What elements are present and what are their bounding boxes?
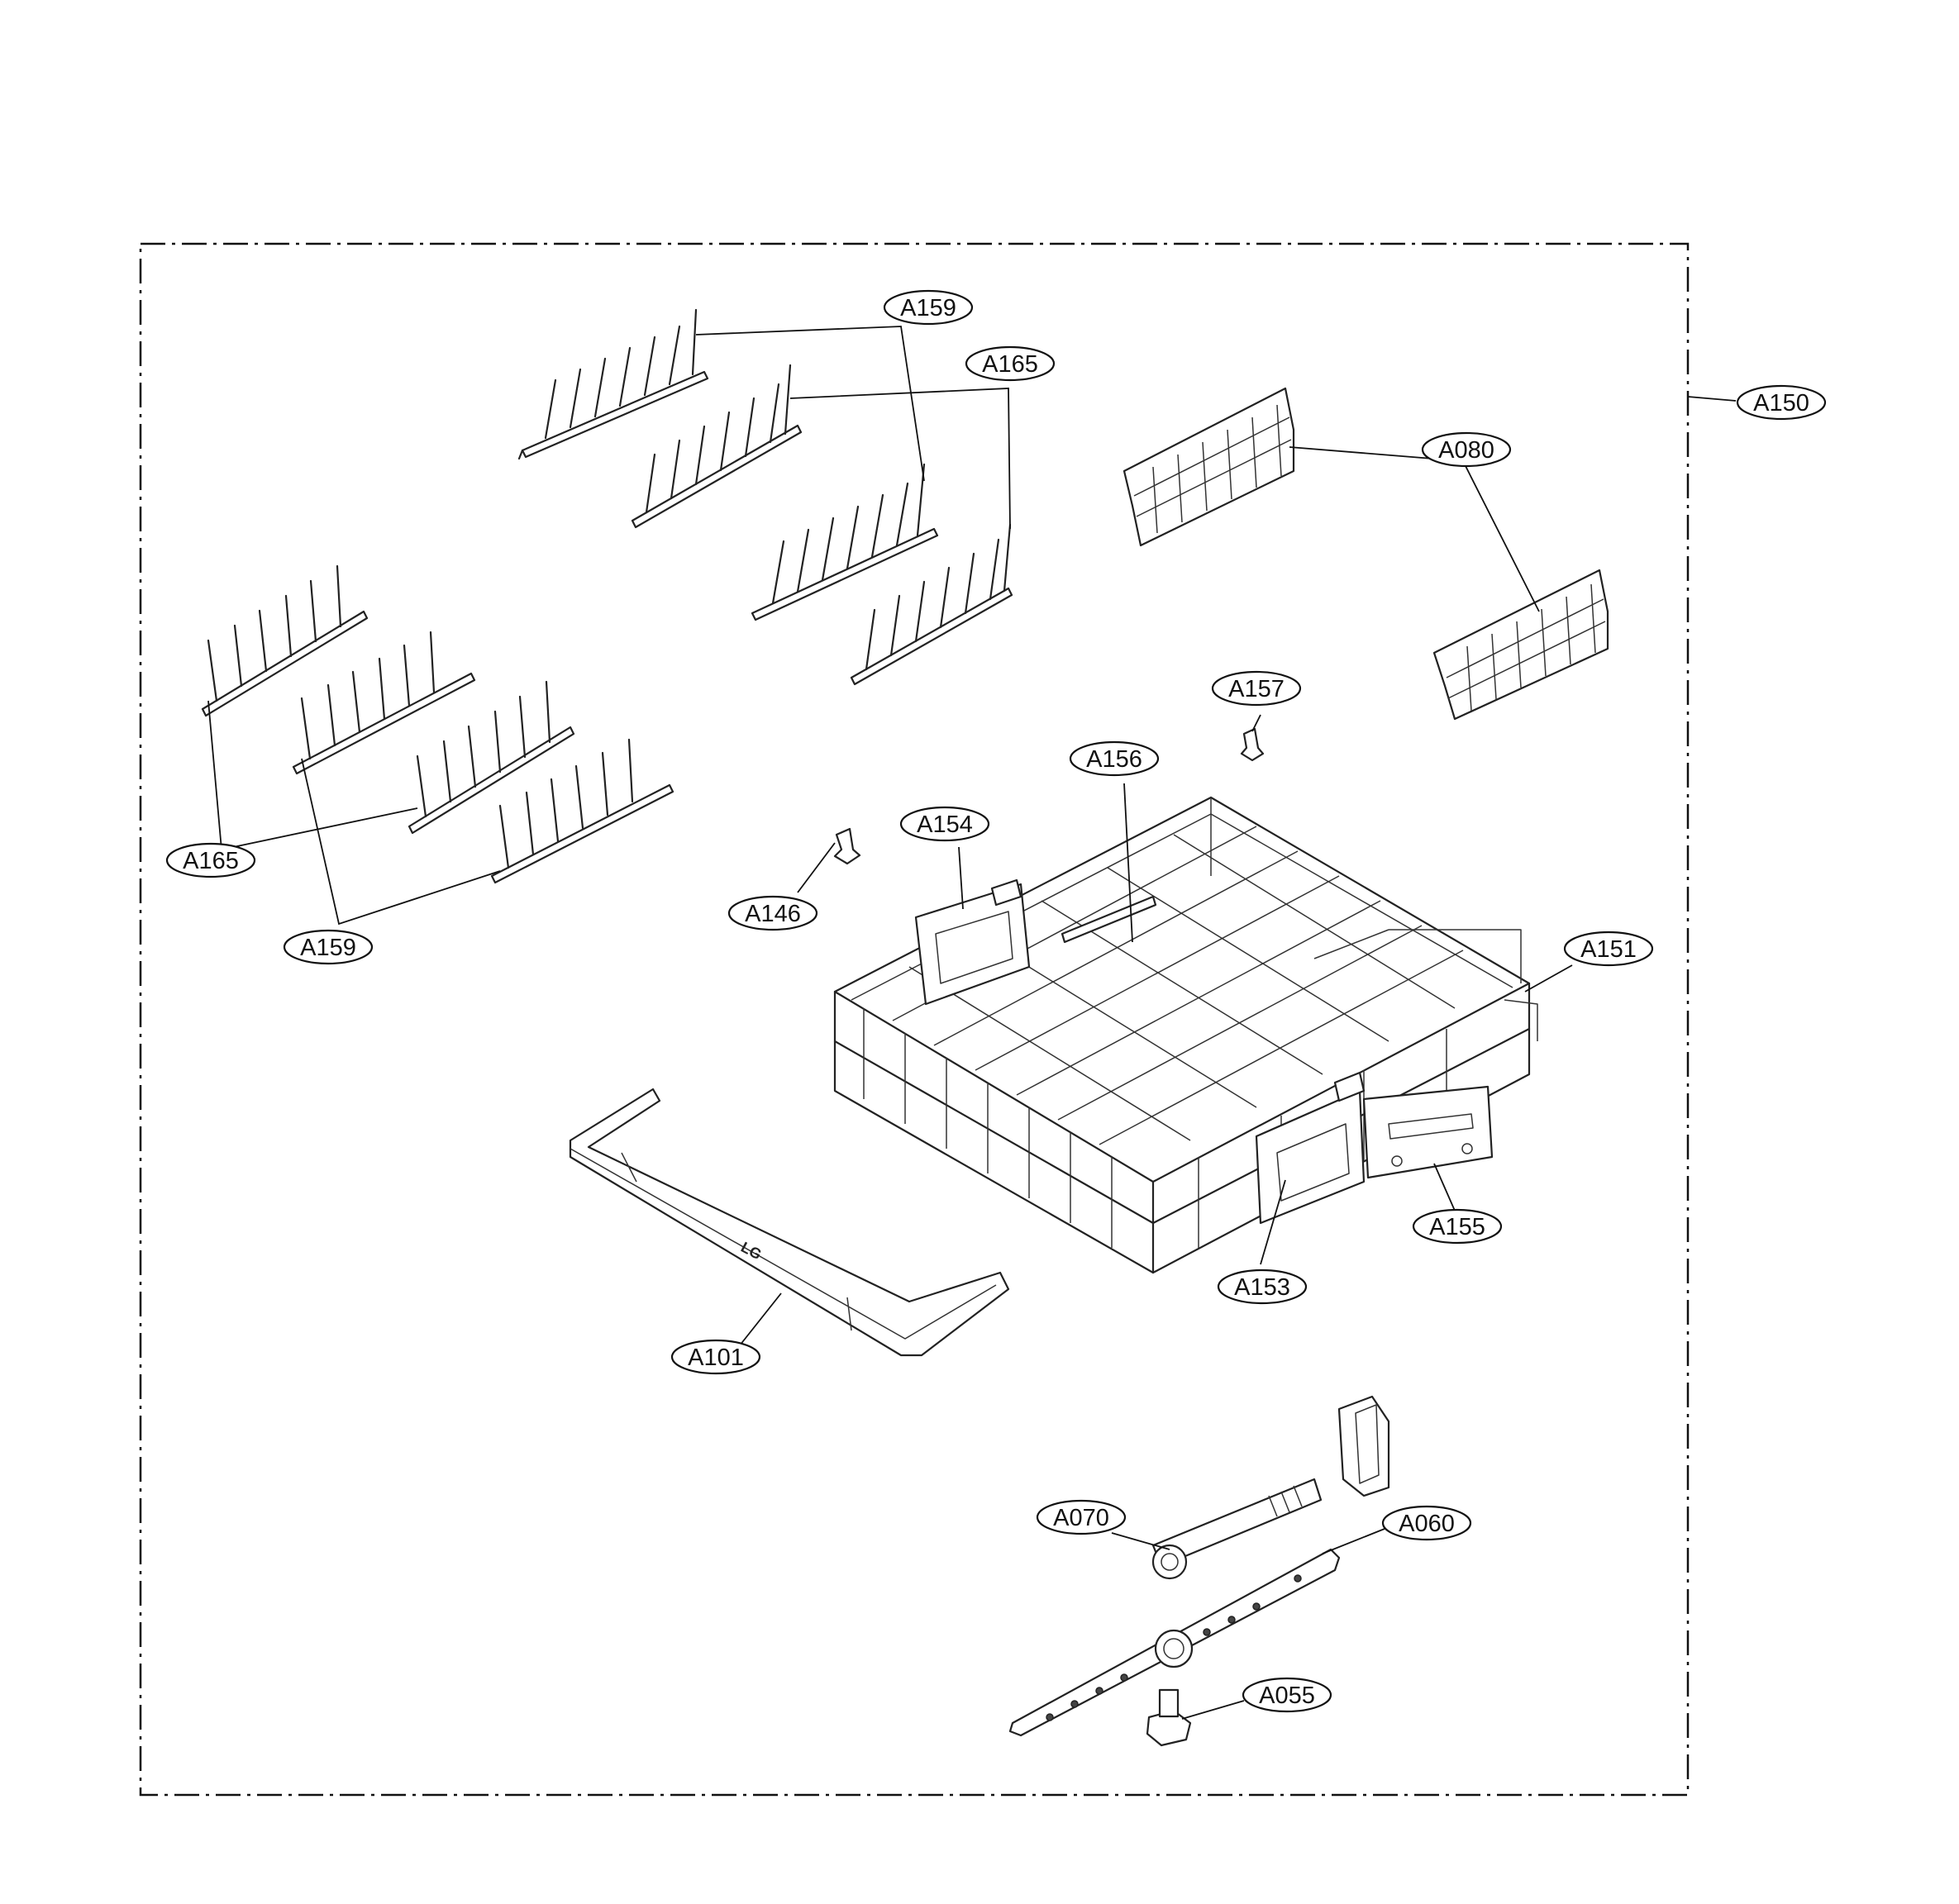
clip-a157	[1240, 727, 1265, 762]
cup-shelf-a080-2	[1432, 569, 1609, 721]
svg-text:A165: A165	[183, 848, 239, 874]
svg-text:A159: A159	[300, 935, 356, 961]
label-a080: A080	[1421, 431, 1512, 468]
rack-handle-a101: LG	[569, 1088, 1010, 1357]
label-a156: A156	[1069, 740, 1160, 777]
label-a159-left: A159	[283, 929, 374, 965]
svg-text:A055: A055	[1259, 1683, 1315, 1709]
spray-feed-pipe-a070	[1151, 1395, 1390, 1580]
assembly-boundary	[139, 242, 1690, 1797]
rail-a156	[1061, 895, 1157, 944]
upper-rack-basket	[833, 796, 1538, 1274]
svg-text:A151: A151	[1580, 936, 1637, 963]
cup-shelf-a080-1	[1122, 387, 1295, 547]
leader-lines	[207, 326, 1737, 1720]
label-a146: A146	[727, 895, 818, 931]
tine-rack-a159-left-1	[292, 631, 476, 775]
svg-text:A165: A165	[982, 351, 1038, 378]
label-a151: A151	[1563, 931, 1654, 967]
label-a165-left: A165	[165, 842, 256, 878]
label-a070: A070	[1036, 1499, 1127, 1535]
rack-adjuster-a153	[1255, 1071, 1366, 1225]
label-a165-top: A165	[965, 345, 1056, 382]
tine-rack-a159-top-1	[517, 308, 709, 460]
svg-text:A155: A155	[1429, 1214, 1485, 1240]
label-a159-top: A159	[883, 289, 974, 326]
tine-rack-a165-top-1	[631, 364, 803, 529]
label-a155: A155	[1412, 1208, 1503, 1245]
label-a154: A154	[899, 806, 990, 842]
label-a055: A055	[1242, 1677, 1332, 1713]
svg-text:A157: A157	[1228, 676, 1285, 702]
clip-a146	[833, 827, 861, 865]
tine-rack-a165-left-1	[201, 564, 369, 717]
svg-text:A159: A159	[900, 295, 956, 321]
side-bracket-a155	[1362, 1085, 1494, 1179]
label-a153: A153	[1217, 1269, 1308, 1305]
svg-text:A154: A154	[917, 812, 973, 838]
tine-rack-a159-left-2	[490, 738, 674, 884]
tine-rack-a165-left-2	[408, 680, 575, 835]
rack-adjuster-a154	[914, 878, 1031, 1006]
svg-text:A101: A101	[688, 1345, 744, 1371]
svg-text:A060: A060	[1399, 1511, 1455, 1537]
spray-arm-nut-a055	[1146, 1688, 1192, 1747]
tine-rack-a165-top-2	[850, 523, 1013, 686]
svg-text:A153: A153	[1234, 1274, 1290, 1301]
spray-arm-a060	[1008, 1548, 1341, 1737]
svg-text:A150: A150	[1753, 390, 1809, 416]
label-a101: A101	[670, 1339, 761, 1375]
label-a150: A150	[1736, 384, 1827, 421]
label-a060: A060	[1381, 1505, 1472, 1541]
svg-text:A146: A146	[745, 901, 801, 927]
svg-text:A156: A156	[1086, 746, 1142, 773]
svg-text:A080: A080	[1438, 437, 1494, 464]
tine-rack-a159-top-2	[751, 463, 939, 621]
svg-text:A070: A070	[1053, 1505, 1109, 1531]
label-a157: A157	[1211, 670, 1302, 707]
